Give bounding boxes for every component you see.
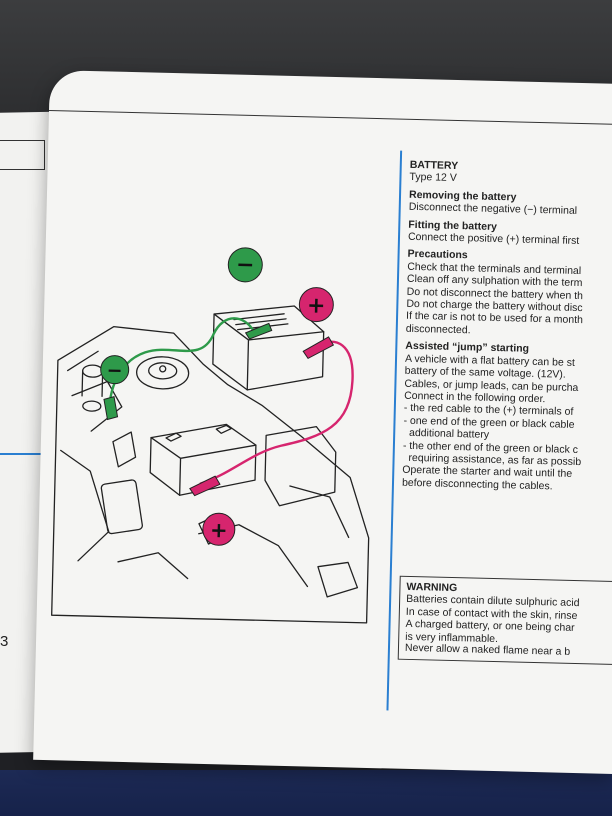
negative-clamp-bottom [103,396,119,421]
removing-section: Removing the battery Disconnect the nega… [409,189,612,219]
svg-text:−: − [106,359,122,381]
previous-page-number: 3 [0,633,9,650]
negative-badge-top: − [227,247,263,283]
header-rule [48,109,612,126]
svg-text:−: − [236,253,255,278]
strut-top [135,356,190,390]
precautions-section: Precautions Check that the terminals and… [406,248,612,340]
engine-detail [60,350,350,588]
svg-text:+: + [307,293,326,318]
positive-clamp-top [302,336,335,360]
warning-box: WARNING Batteries contain dilute sulphur… [397,575,612,666]
manual-page: − + − + BATTERY Type 12 V Removing the b… [33,70,612,774]
donor-battery [212,305,325,391]
svg-text:+: + [210,518,228,542]
battery-section: BATTERY Type 12 V [409,159,612,189]
jump-start-illustration: − + − + [51,247,370,624]
positive-badge-bottom: + [202,512,236,546]
engine-outline [51,325,370,624]
positive-badge-top: + [298,287,334,323]
positive-clamp-bottom [189,475,221,497]
battery-instructions: BATTERY Type 12 V Removing the battery D… [402,159,612,500]
negative-clamp-top [244,322,273,340]
background-blue-strip [0,770,612,816]
flat-battery [149,423,257,496]
fitting-section: Fitting the battery Connect the positive… [408,218,612,248]
positive-cable [199,340,354,485]
previous-page-blue-rule [0,453,68,455]
jump-section: Assisted “jump” starting A vehicle with … [402,340,612,494]
negative-badge-left: − [100,355,130,385]
previous-page-box [0,140,45,170]
